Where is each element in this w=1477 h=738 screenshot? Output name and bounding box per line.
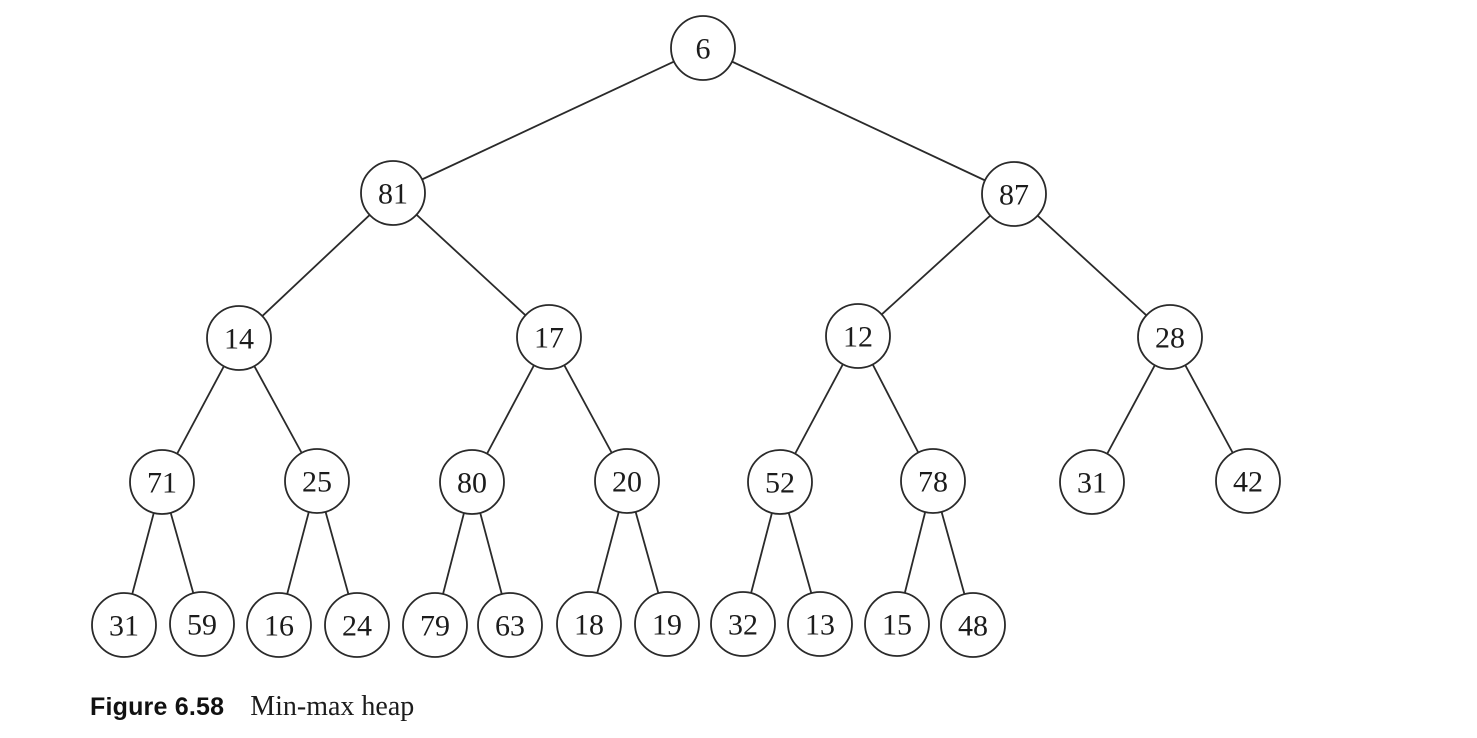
tree-edge-81-17 — [392, 192, 550, 338]
tree-node-circle — [825, 303, 891, 369]
tree-edge-87-12 — [857, 193, 1015, 337]
tree-node-value: 12 — [843, 320, 873, 353]
tree-node-value: 48 — [958, 609, 988, 642]
tree-node-13-level4: 13 — [787, 591, 853, 657]
tree-node-circle — [556, 591, 622, 657]
tree-node-circle — [747, 449, 813, 515]
tree-node-value: 6 — [696, 32, 711, 65]
tree-node-circle — [169, 591, 235, 657]
tree-node-circle — [1059, 449, 1125, 515]
figure-caption-title: Min-max heap — [250, 691, 415, 722]
tree-node-circle — [129, 449, 195, 515]
tree-node-value: 14 — [224, 322, 254, 355]
tree-node-circle — [710, 591, 776, 657]
figure-caption: Figure 6.58 Min-max heap — [90, 691, 414, 723]
tree-node-circle — [360, 160, 426, 226]
tree-node-value: 87 — [999, 178, 1029, 211]
tree-node-circle — [206, 305, 272, 371]
tree-node-31-level3: 31 — [1059, 449, 1125, 515]
tree-node-14-level2: 14 — [206, 305, 272, 371]
tree-node-circle — [670, 15, 736, 81]
tree-node-78-level3: 78 — [900, 448, 966, 514]
tree-edge-87-28 — [1013, 193, 1171, 338]
tree-node-circle — [787, 591, 853, 657]
tree-node-19-level4: 19 — [634, 591, 700, 657]
tree-node-value: 32 — [728, 608, 758, 641]
tree-node-81-level1: 81 — [360, 160, 426, 226]
tree-node-value: 28 — [1155, 321, 1185, 354]
tree-node-value: 80 — [457, 466, 487, 499]
tree-node-52-level3: 52 — [747, 449, 813, 515]
tree-node-48-level4: 48 — [940, 592, 1006, 658]
tree-node-28-level2: 28 — [1137, 304, 1203, 370]
tree-node-circle — [864, 591, 930, 657]
tree-node-circle — [439, 449, 505, 515]
tree-node-value: 52 — [765, 466, 795, 499]
tree-node-circle — [1137, 304, 1203, 370]
tree-node-15-level4: 15 — [864, 591, 930, 657]
tree-node-circle — [477, 592, 543, 658]
tree-node-value: 19 — [652, 608, 682, 641]
tree-node-value: 25 — [302, 465, 332, 498]
tree-node-71-level3: 71 — [129, 449, 195, 515]
tree-node-value: 31 — [1077, 466, 1107, 499]
tree-node-24-level4: 24 — [324, 592, 390, 658]
figure-caption-label: Figure 6.58 — [90, 693, 225, 721]
tree-node-value: 15 — [882, 608, 912, 641]
tree-node-value: 42 — [1233, 465, 1263, 498]
tree-node-12-level2: 12 — [825, 303, 891, 369]
tree-node-87-level1: 87 — [981, 161, 1047, 227]
tree-node-circle — [1215, 448, 1281, 514]
tree-node-circle — [634, 591, 700, 657]
tree-node-20-level3: 20 — [594, 448, 660, 514]
tree-node-circle — [284, 448, 350, 514]
tree-node-value: 63 — [495, 609, 525, 642]
tree-node-value: 78 — [918, 465, 948, 498]
tree-node-circle — [900, 448, 966, 514]
tree-node-circle — [324, 592, 390, 658]
tree-node-6-level0: 6 — [670, 15, 736, 81]
tree-node-value: 13 — [805, 608, 835, 641]
tree-node-value: 16 — [264, 609, 294, 642]
tree-node-25-level3: 25 — [284, 448, 350, 514]
tree-node-31-level4: 31 — [91, 592, 157, 658]
tree-node-32-level4: 32 — [710, 591, 776, 657]
tree-node-17-level2: 17 — [516, 304, 582, 370]
tree-node-circle — [246, 592, 312, 658]
tree-edge-6-81 — [392, 47, 704, 194]
min-max-heap-diagram: 6 81 87 14 17 12 28 71 25 80 20 52 78 31 42 31 59 16 24 79 6… — [91, 15, 1281, 658]
tree-node-circle — [981, 161, 1047, 227]
tree-node-59-level4: 59 — [169, 591, 235, 657]
tree-node-circle — [516, 304, 582, 370]
tree-node-circle — [402, 592, 468, 658]
tree-node-value: 17 — [534, 321, 564, 354]
tree-node-value: 24 — [342, 609, 372, 642]
tree-node-value: 18 — [574, 608, 604, 641]
tree-node-value: 59 — [187, 608, 217, 641]
tree-edge-81-14 — [238, 192, 394, 339]
tree-node-value: 71 — [147, 466, 177, 499]
tree-node-16-level4: 16 — [246, 592, 312, 658]
tree-node-42-level3: 42 — [1215, 448, 1281, 514]
tree-node-80-level3: 80 — [439, 449, 505, 515]
tree-edge-6-87 — [702, 47, 1015, 195]
tree-node-63-level4: 63 — [477, 592, 543, 658]
tree-node-circle — [594, 448, 660, 514]
tree-node-circle — [940, 592, 1006, 658]
tree-node-circle — [91, 592, 157, 658]
tree-node-79-level4: 79 — [402, 592, 468, 658]
tree-node-value: 79 — [420, 609, 450, 642]
tree-node-value: 81 — [378, 177, 408, 210]
tree-node-18-level4: 18 — [556, 591, 622, 657]
tree-node-value: 20 — [612, 465, 642, 498]
tree-node-value: 31 — [109, 609, 139, 642]
